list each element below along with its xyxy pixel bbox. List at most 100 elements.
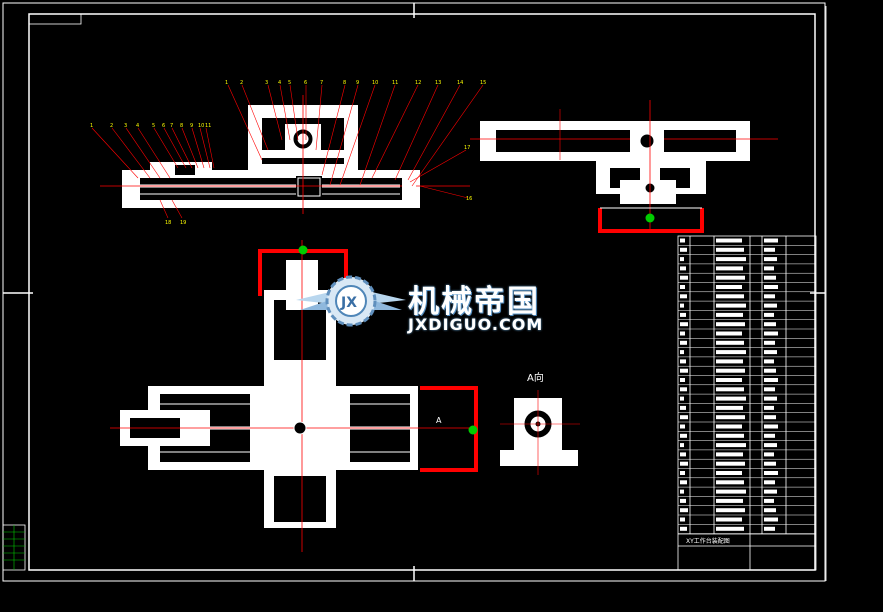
parts-cell-text xyxy=(716,322,745,327)
parts-cell-text xyxy=(764,471,778,475)
parts-cell-text xyxy=(764,266,774,271)
parts-cell-text xyxy=(764,508,776,513)
parts-cell-text xyxy=(680,294,687,299)
parts-cell-text xyxy=(680,350,684,355)
parts-cell-text xyxy=(764,247,775,252)
view-a-label: A向 xyxy=(527,373,544,384)
parts-cell-text xyxy=(764,275,776,280)
parts-cell-text xyxy=(680,489,684,494)
parts-cell-text xyxy=(716,312,743,317)
parts-cell-text xyxy=(764,415,776,420)
parts-cell-text xyxy=(680,405,686,410)
parts-cell-text xyxy=(764,517,778,522)
parts-cell-text xyxy=(764,312,774,317)
parts-cell-text xyxy=(716,526,744,531)
watermark-chinese: 机械帝国 xyxy=(408,284,540,320)
parts-cell-text xyxy=(716,331,742,336)
parts-cell-text xyxy=(764,322,776,327)
parts-cell-text xyxy=(716,489,746,494)
parts-cell-text xyxy=(764,396,777,401)
parts-cell-text xyxy=(764,498,774,503)
parts-cell-text xyxy=(680,461,688,466)
parts-cell-text xyxy=(716,303,746,308)
gear-wings-logo: JX xyxy=(296,275,406,327)
parts-cell-text xyxy=(764,359,774,364)
svg-text:16: 16 xyxy=(466,196,472,202)
svg-text:11: 11 xyxy=(205,123,211,129)
center-dot-right xyxy=(468,425,478,435)
parts-list xyxy=(677,235,817,571)
svg-text:7: 7 xyxy=(320,80,323,86)
parts-cell-text xyxy=(680,508,688,513)
svg-text:2: 2 xyxy=(110,123,113,129)
parts-cell-text xyxy=(716,415,745,420)
svg-text:3: 3 xyxy=(265,80,268,86)
svg-text:5: 5 xyxy=(288,80,291,86)
svg-text:4: 4 xyxy=(278,80,281,86)
parts-cell-text xyxy=(764,526,775,531)
top-view xyxy=(110,240,478,552)
parts-cell-text xyxy=(680,303,684,308)
section-a-mark: A xyxy=(436,416,442,425)
parts-cell-text xyxy=(680,359,686,364)
svg-text:19: 19 xyxy=(180,220,186,226)
center-dot-top xyxy=(298,245,308,255)
parts-cell-text xyxy=(716,498,743,503)
parts-cell-text xyxy=(716,387,744,392)
parts-cell-text xyxy=(716,350,746,355)
svg-text:9: 9 xyxy=(356,80,359,86)
parts-cell-text xyxy=(764,257,777,262)
parts-cell-text xyxy=(764,424,778,429)
svg-text:13: 13 xyxy=(435,80,441,86)
svg-text:18: 18 xyxy=(165,220,171,226)
parts-cell-text xyxy=(716,275,745,280)
side-view xyxy=(470,100,778,232)
parts-cell-text xyxy=(680,266,686,271)
parts-cell-text xyxy=(764,350,777,355)
svg-text:6: 6 xyxy=(162,123,165,129)
parts-cell-text xyxy=(764,443,777,448)
parts-cell-text xyxy=(680,424,685,429)
parts-cell-text xyxy=(716,340,744,345)
svg-text:9: 9 xyxy=(190,123,193,129)
parts-cell-text xyxy=(680,340,687,345)
parts-cell-text xyxy=(716,294,744,299)
svg-text:1: 1 xyxy=(90,123,93,129)
parts-cell-text xyxy=(680,396,684,401)
parts-cell-text xyxy=(716,238,742,243)
drawing-title: XY工作台装配图 xyxy=(686,538,730,545)
parts-cell-text xyxy=(680,526,687,531)
parts-cell-text xyxy=(680,368,688,373)
parts-cell-text xyxy=(764,378,778,382)
parts-cell-text xyxy=(680,257,684,262)
parts-cell-text xyxy=(716,247,744,252)
parts-cell-text xyxy=(716,508,745,513)
corner-tag xyxy=(28,13,82,25)
parts-cell-text xyxy=(680,247,687,252)
parts-cell-text xyxy=(680,498,686,503)
parts-list-text-blocks xyxy=(680,238,778,531)
parts-cell-text xyxy=(680,387,687,392)
parts-cell-text xyxy=(680,378,685,382)
center-dot xyxy=(645,213,655,223)
parts-cell-text xyxy=(716,471,742,475)
parts-cell-text xyxy=(764,285,778,289)
parts-cell-text xyxy=(764,480,775,485)
svg-text:1: 1 xyxy=(225,80,228,86)
svg-text:6: 6 xyxy=(304,80,307,86)
parts-cell-text xyxy=(716,266,743,271)
parts-cell-text xyxy=(764,238,778,243)
parts-cell-text xyxy=(680,452,686,457)
parts-cell-text xyxy=(680,322,688,327)
svg-text:8: 8 xyxy=(180,123,183,129)
parts-cell-text xyxy=(680,415,688,420)
svg-text:17: 17 xyxy=(464,145,470,151)
parts-cell-text xyxy=(764,303,777,308)
parts-list-rows xyxy=(678,245,816,534)
svg-text:8: 8 xyxy=(343,80,346,86)
leader-lines xyxy=(91,84,484,219)
svg-text:12: 12 xyxy=(415,80,421,86)
parts-cell-text xyxy=(764,294,775,299)
